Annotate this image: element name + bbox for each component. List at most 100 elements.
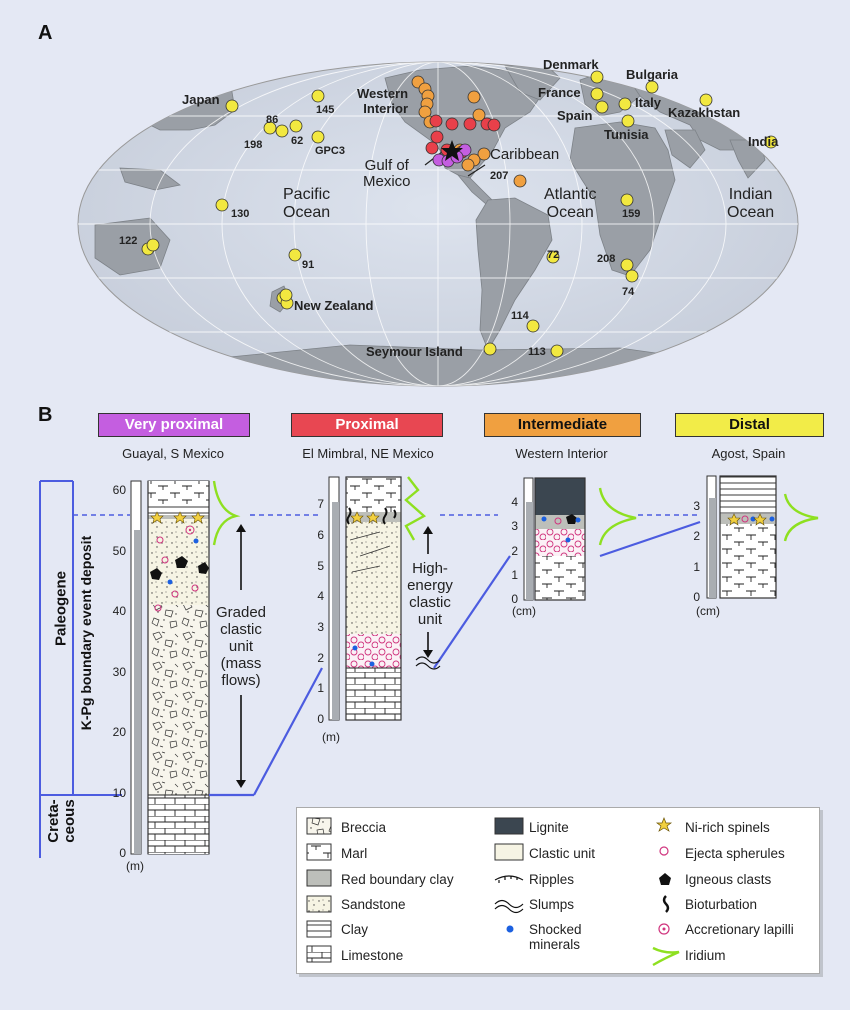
col3-tick-label: 2 [511,543,518,558]
label-japan: Japan [182,92,220,107]
col1-tick-label: 50 [112,543,126,558]
graticule [78,62,798,386]
legend-clastic-unit: Clastic unit [529,846,596,861]
section-western-interior [523,477,586,601]
chicxulub-star-icon [441,140,463,161]
site-marker-distal [263,121,277,135]
site-marker-distal [625,269,639,283]
site-label-62: 62 [291,135,304,147]
site-marker-proximal [487,118,501,132]
label-new-zealand: New Zealand [294,298,374,313]
site-marker-distal [311,89,325,103]
site-label-86: 86 [266,114,279,126]
col3-tick-label: 0 [511,592,518,606]
site-label-113: 113 [528,346,546,358]
unit-col2: (m) [322,730,340,744]
label-atlantic-ocean: Atlantic Ocean [544,186,597,221]
site-marker-distal [699,93,713,107]
legend-iridium: Iridium [685,948,726,963]
section-el-mimbral [328,476,402,721]
column-markers [150,507,775,670]
label-pacific-ocean: Pacific Ocean [283,186,331,221]
period-bars [39,480,122,858]
thickness-arrows [236,524,433,788]
site-marker-intermediate [477,147,491,161]
site-marker-distal [311,130,325,144]
col1-tick-label: 0 [119,846,126,860]
label-tunisia: Tunisia [604,127,649,142]
site-label-208: 208 [597,253,616,265]
site-label-198: 198 [244,139,263,151]
label-paleogene: Paleogene [52,570,70,647]
label-kazakhstan: Kazakhstan [668,105,741,120]
col1-tick-label: 40 [112,604,126,618]
label-western-interior: Western Interior [357,86,409,116]
site-markers [141,70,778,358]
label-event-deposit: K-Pg boundary event deposit [78,535,94,731]
correlation-lines [209,520,701,797]
site-marker-distal [645,80,659,94]
legend: Breccia Marl Red boundary clay Sandstone… [296,807,820,974]
col2-tick-label: 2 [317,650,324,665]
site-marker-distal [620,258,634,272]
label-seymour-island: Seymour Island [366,344,463,359]
location-agost: Agost, Spain [711,446,786,461]
label-bulgaria: Bulgaria [626,67,679,82]
col1-tick-label: 20 [112,725,126,739]
legend-marl: Marl [341,846,368,861]
unit-col4: (cm) [696,604,720,618]
col2-tick-label: 3 [317,619,324,634]
site-marker-distal [279,288,293,302]
site-marker-intermediate [513,174,527,188]
site-marker-proximal [463,117,477,131]
site-marker-distal [590,70,604,84]
col4-tick-label: 2 [693,529,700,543]
label-denmark: Denmark [543,57,599,72]
col2-tick-label: 1 [317,681,324,696]
col2-tick-label: 5 [317,558,324,573]
panel-label-a: A [38,22,53,44]
label-indian-ocean: Indian Ocean [727,186,775,221]
legend-limestone: Limestone [341,948,404,963]
col4-tick-label: 0 [693,590,700,604]
site-marker-intermediate [461,158,475,172]
legend-ripples: Ripples [529,872,575,887]
site-marker-intermediate [467,90,481,104]
site-marker-proximal [425,141,439,155]
iridium-spikes [212,476,819,546]
site-marker-distal [275,124,289,138]
site-marker-distal [146,238,160,252]
legend-lignite: Lignite [529,820,569,835]
col2-tick-label: 7 [317,497,324,512]
site-marker-distal [550,344,564,358]
legend-shocked-minerals: Shocked minerals [529,922,582,952]
legend-ni-rich-spinels: Ni-rich spinels [685,820,770,835]
zone-distal: Distal [675,413,824,437]
legend-red-boundary-clay: Red boundary clay [341,872,454,887]
site-marker-distal [483,342,497,356]
col1-tick-label: 10 [112,785,126,800]
col3-tick-label: 3 [511,519,518,534]
annot-graded-clastic: Graded clastic unit (mass flows) [215,604,267,689]
unit-col1: (m) [126,859,144,873]
site-marker-distal [595,100,609,114]
site-marker-intermediate [418,105,432,119]
zone-very-proximal: Very proximal [98,413,250,437]
col2-tick-label: 4 [317,589,324,604]
legend-swatches [306,817,680,967]
legend-accretionary-lapilli: Accretionary lapilli [685,922,794,937]
site-marker-distal [618,97,632,111]
location-el-mimbral: El Mimbral, NE Mexico [302,446,434,461]
site-label-gpc3: GPC3 [315,145,345,157]
legend-sandstone: Sandstone [341,897,406,912]
col3-tick-label: 4 [511,495,518,510]
annot-high-energy: High- energy clastic unit [407,560,453,628]
label-caribbean: Caribbean [490,146,560,163]
site-label-159: 159 [622,208,641,220]
site-marker-distal [620,193,634,207]
site-marker-distal [289,119,303,133]
legend-slumps: Slumps [529,897,575,912]
site-label-122: 122 [119,235,138,247]
section-guayal [130,480,210,855]
